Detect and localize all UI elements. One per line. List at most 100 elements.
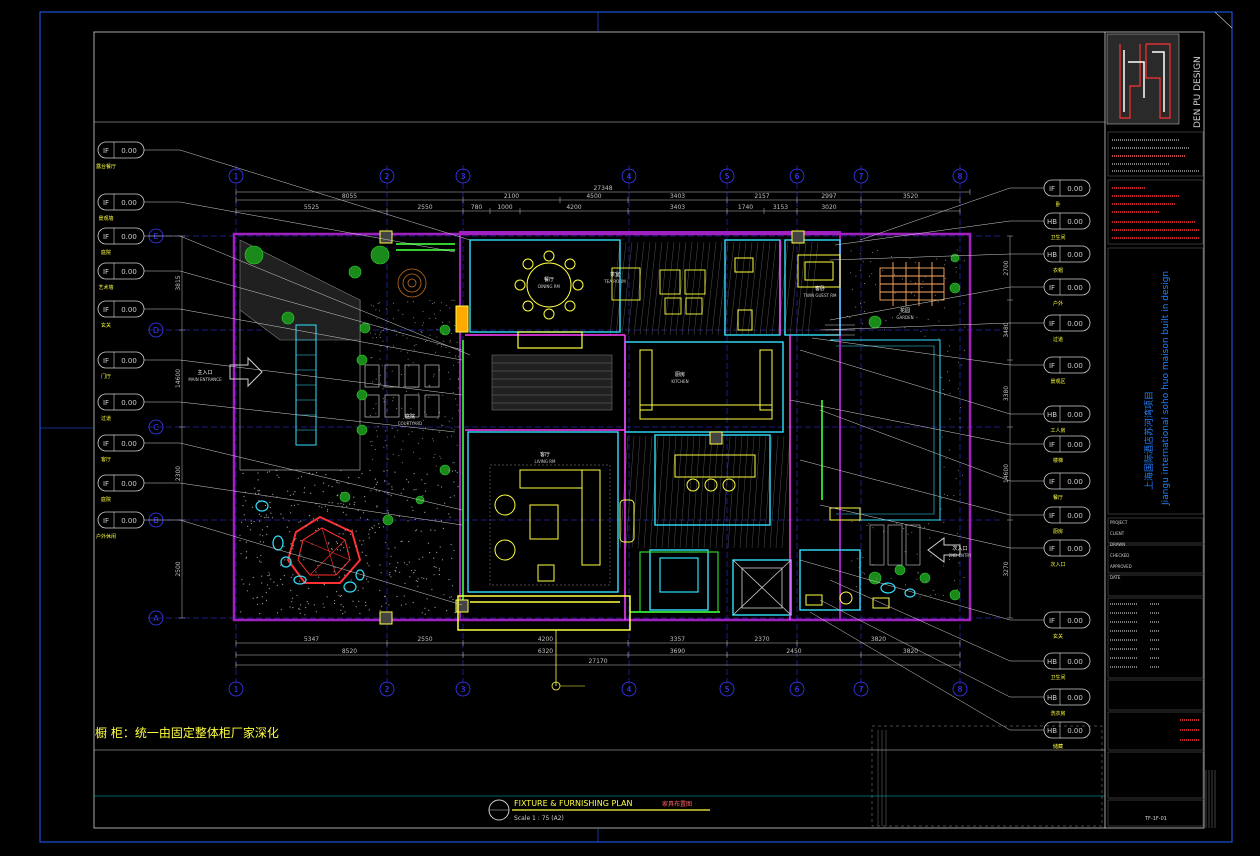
hatch-line [615,241,627,336]
room-name: 庭院 [405,413,415,420]
grass-dot [435,351,437,353]
tag-value: 0.00 [121,268,137,276]
grass-dot [308,587,310,590]
tag-label: 工人房 [1050,427,1065,434]
grass-dot [866,524,868,526]
grass-dot [890,577,892,579]
grass-dot [438,412,440,414]
tb-row-label: DATE [1110,575,1121,580]
dim-label: 2100 [504,193,519,200]
grass-dot [256,603,259,605]
grass-dot [412,301,414,303]
grass-dot [412,602,414,604]
tag-outline [97,393,145,411]
grass-dot [448,321,450,323]
grass-dot [377,436,378,438]
grass-dot [859,520,861,522]
grass-dot [364,500,366,502]
grass-dot [396,595,398,598]
grass-dot [433,302,435,304]
grass-dot [861,323,863,325]
grass-dot [383,386,385,388]
grass-dot [298,580,301,582]
grass-dot [368,533,370,535]
pool-edge-inner [836,345,935,515]
dim-label: 3270 [1003,561,1010,576]
grass-dot [453,495,455,497]
grass-dot [387,512,389,514]
grass-dot [438,569,440,571]
grass-dot [245,541,247,543]
grass-dot [420,530,422,532]
grass-dot [397,430,399,431]
grass-dot [374,333,376,335]
hatch-line [657,241,669,336]
grass-dot [358,477,360,479]
tag-outline [1043,179,1091,197]
leader-line [859,187,1011,241]
grass-dot [373,486,375,488]
tag-label: 储藏 [1053,743,1063,750]
grass-dot [243,495,245,498]
grass-dot [305,525,307,527]
grass-dot [343,503,345,505]
grass-dot [256,597,258,599]
hatch-line [717,241,729,336]
hatch-line [745,435,755,549]
grass-dot [899,312,901,314]
dim-label: 3020 [821,204,836,211]
grass-dot [326,596,328,598]
grass-dot [306,601,308,603]
grass-dot [916,553,918,555]
grass-dot [261,529,263,531]
grass-dot [953,495,955,497]
grass-dot [430,529,432,531]
grass-dot [359,517,361,519]
grass-dot [366,578,368,580]
grass-dot [451,417,453,419]
grass-dot [298,521,300,523]
grass-dot [266,516,268,518]
grass-dot [413,473,415,475]
grass-dot [313,604,315,606]
tag-type: IF [1049,320,1055,328]
grass-dot [936,258,938,260]
dim-label: 2550 [417,636,432,643]
grass-dot [239,540,241,542]
tag-label: 过道 [101,415,111,422]
grid-bubble [228,681,244,697]
grass-dot [427,542,429,544]
grass-dot [449,596,451,599]
tag-label: 过道 [1053,336,1063,343]
dim-label: 3820 [871,636,886,643]
grass-dots [239,249,966,616]
tag-type: IF [103,399,109,407]
tag-type: IF [103,306,109,314]
